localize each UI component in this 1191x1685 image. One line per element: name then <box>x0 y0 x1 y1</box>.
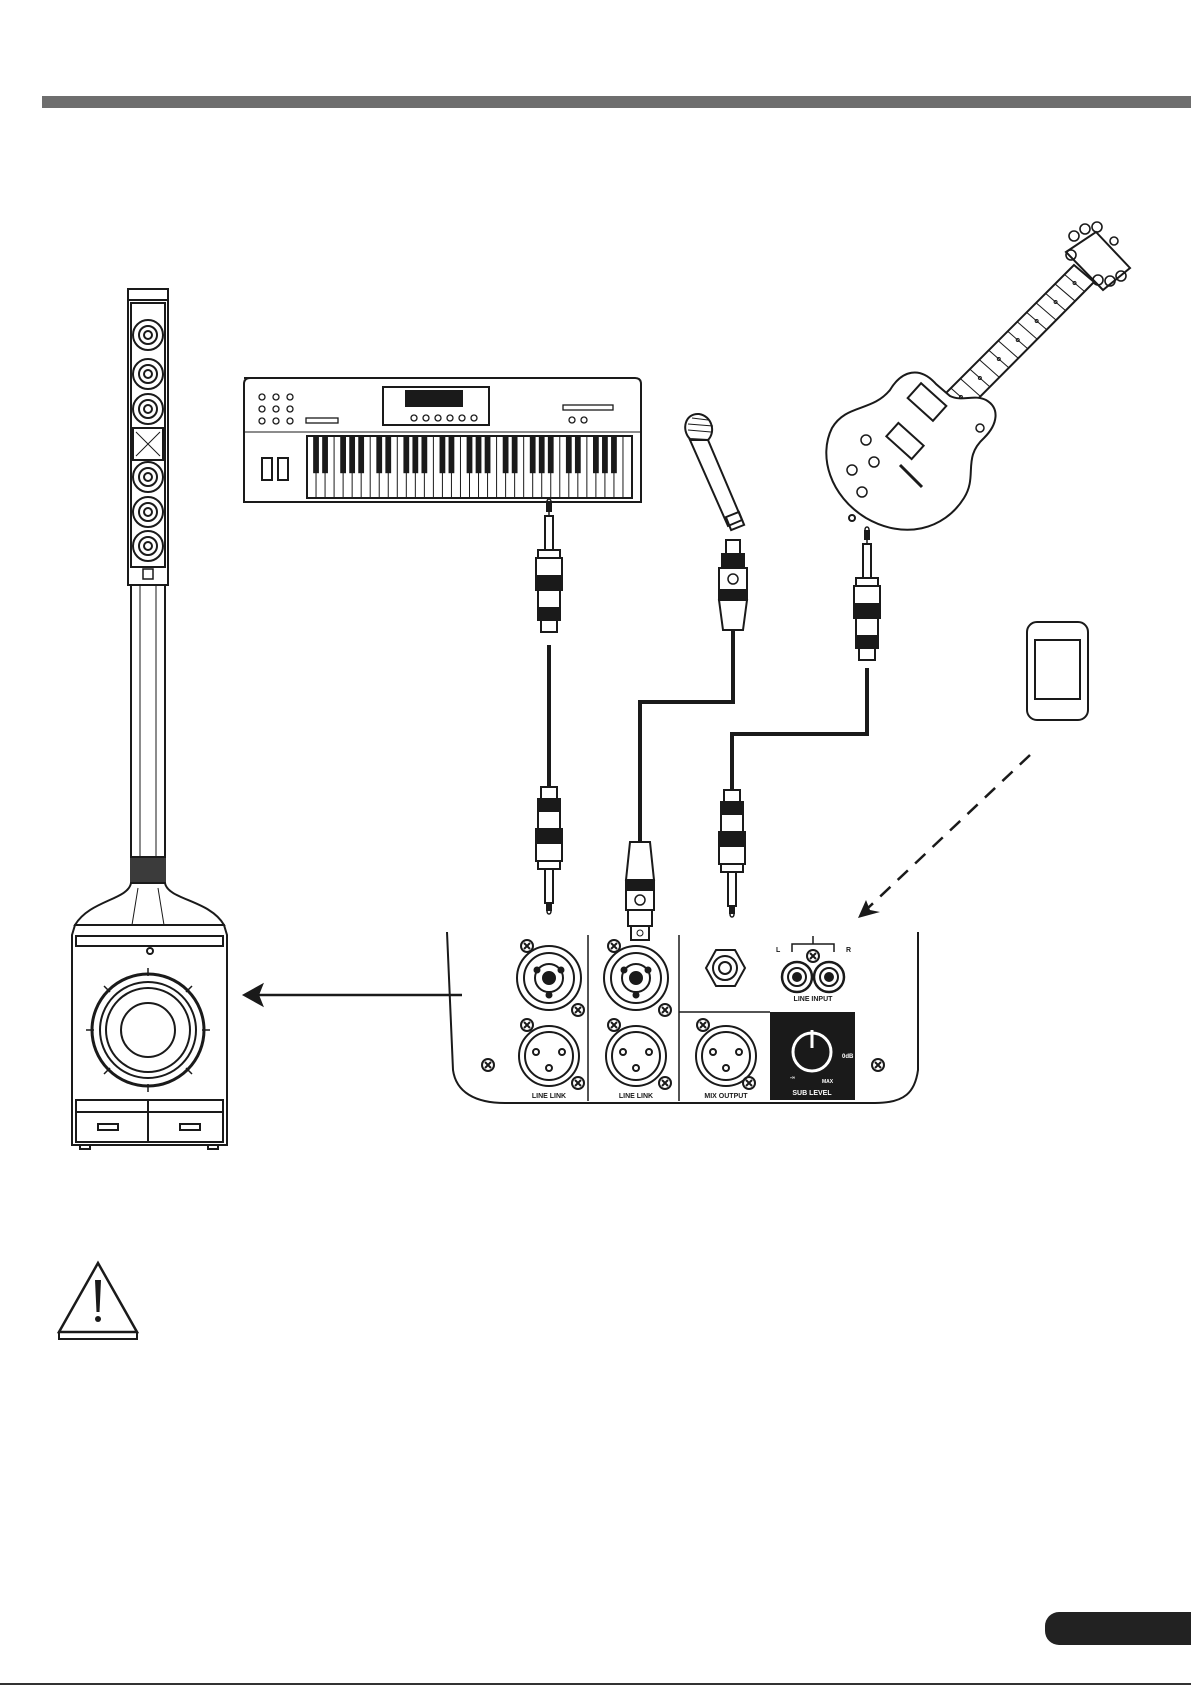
sub-level-min: -∞ <box>790 1075 796 1081</box>
arrow-left-icon <box>244 985 462 1005</box>
line-input-label: LINE INPUT <box>794 996 834 1003</box>
column-driver <box>133 320 163 561</box>
instrument-input-jack[interactable] <box>706 950 745 986</box>
combo-input-jack-1[interactable] <box>517 946 581 1010</box>
sub-level-max: MAX <box>822 1079 834 1085</box>
dashed-arrow-icon <box>868 755 1030 908</box>
jack-label-line-link-1: LINE LINK <box>532 1093 566 1100</box>
line-input-left-label: L <box>776 947 781 954</box>
electric-guitar <box>826 222 1130 530</box>
sub-level-label: SUB LEVEL <box>792 1090 832 1097</box>
sub-level-zero-db: 0dB <box>842 1054 854 1060</box>
keyboard-instrument <box>244 378 641 502</box>
rca-input-right[interactable] <box>814 962 844 992</box>
microphone <box>685 414 744 530</box>
jack-label-mix-output: MIX OUTPUT <box>704 1093 748 1100</box>
phone-device <box>1027 622 1088 720</box>
column-speaker <box>72 289 227 1149</box>
rca-input-left[interactable] <box>782 962 812 992</box>
line-input-right-label: R <box>846 947 851 954</box>
xlr-line-link-1[interactable] <box>519 1026 579 1086</box>
warning-triangle-icon <box>59 1263 137 1339</box>
rear-input-panel <box>447 932 918 1103</box>
combo-input-jack-2[interactable] <box>604 946 668 1010</box>
jack-label-line-link-2: LINE LINK <box>619 1093 653 1100</box>
page-number-tab <box>1045 1612 1191 1645</box>
cables <box>549 628 867 842</box>
xlr-line-link-2[interactable] <box>606 1026 666 1086</box>
